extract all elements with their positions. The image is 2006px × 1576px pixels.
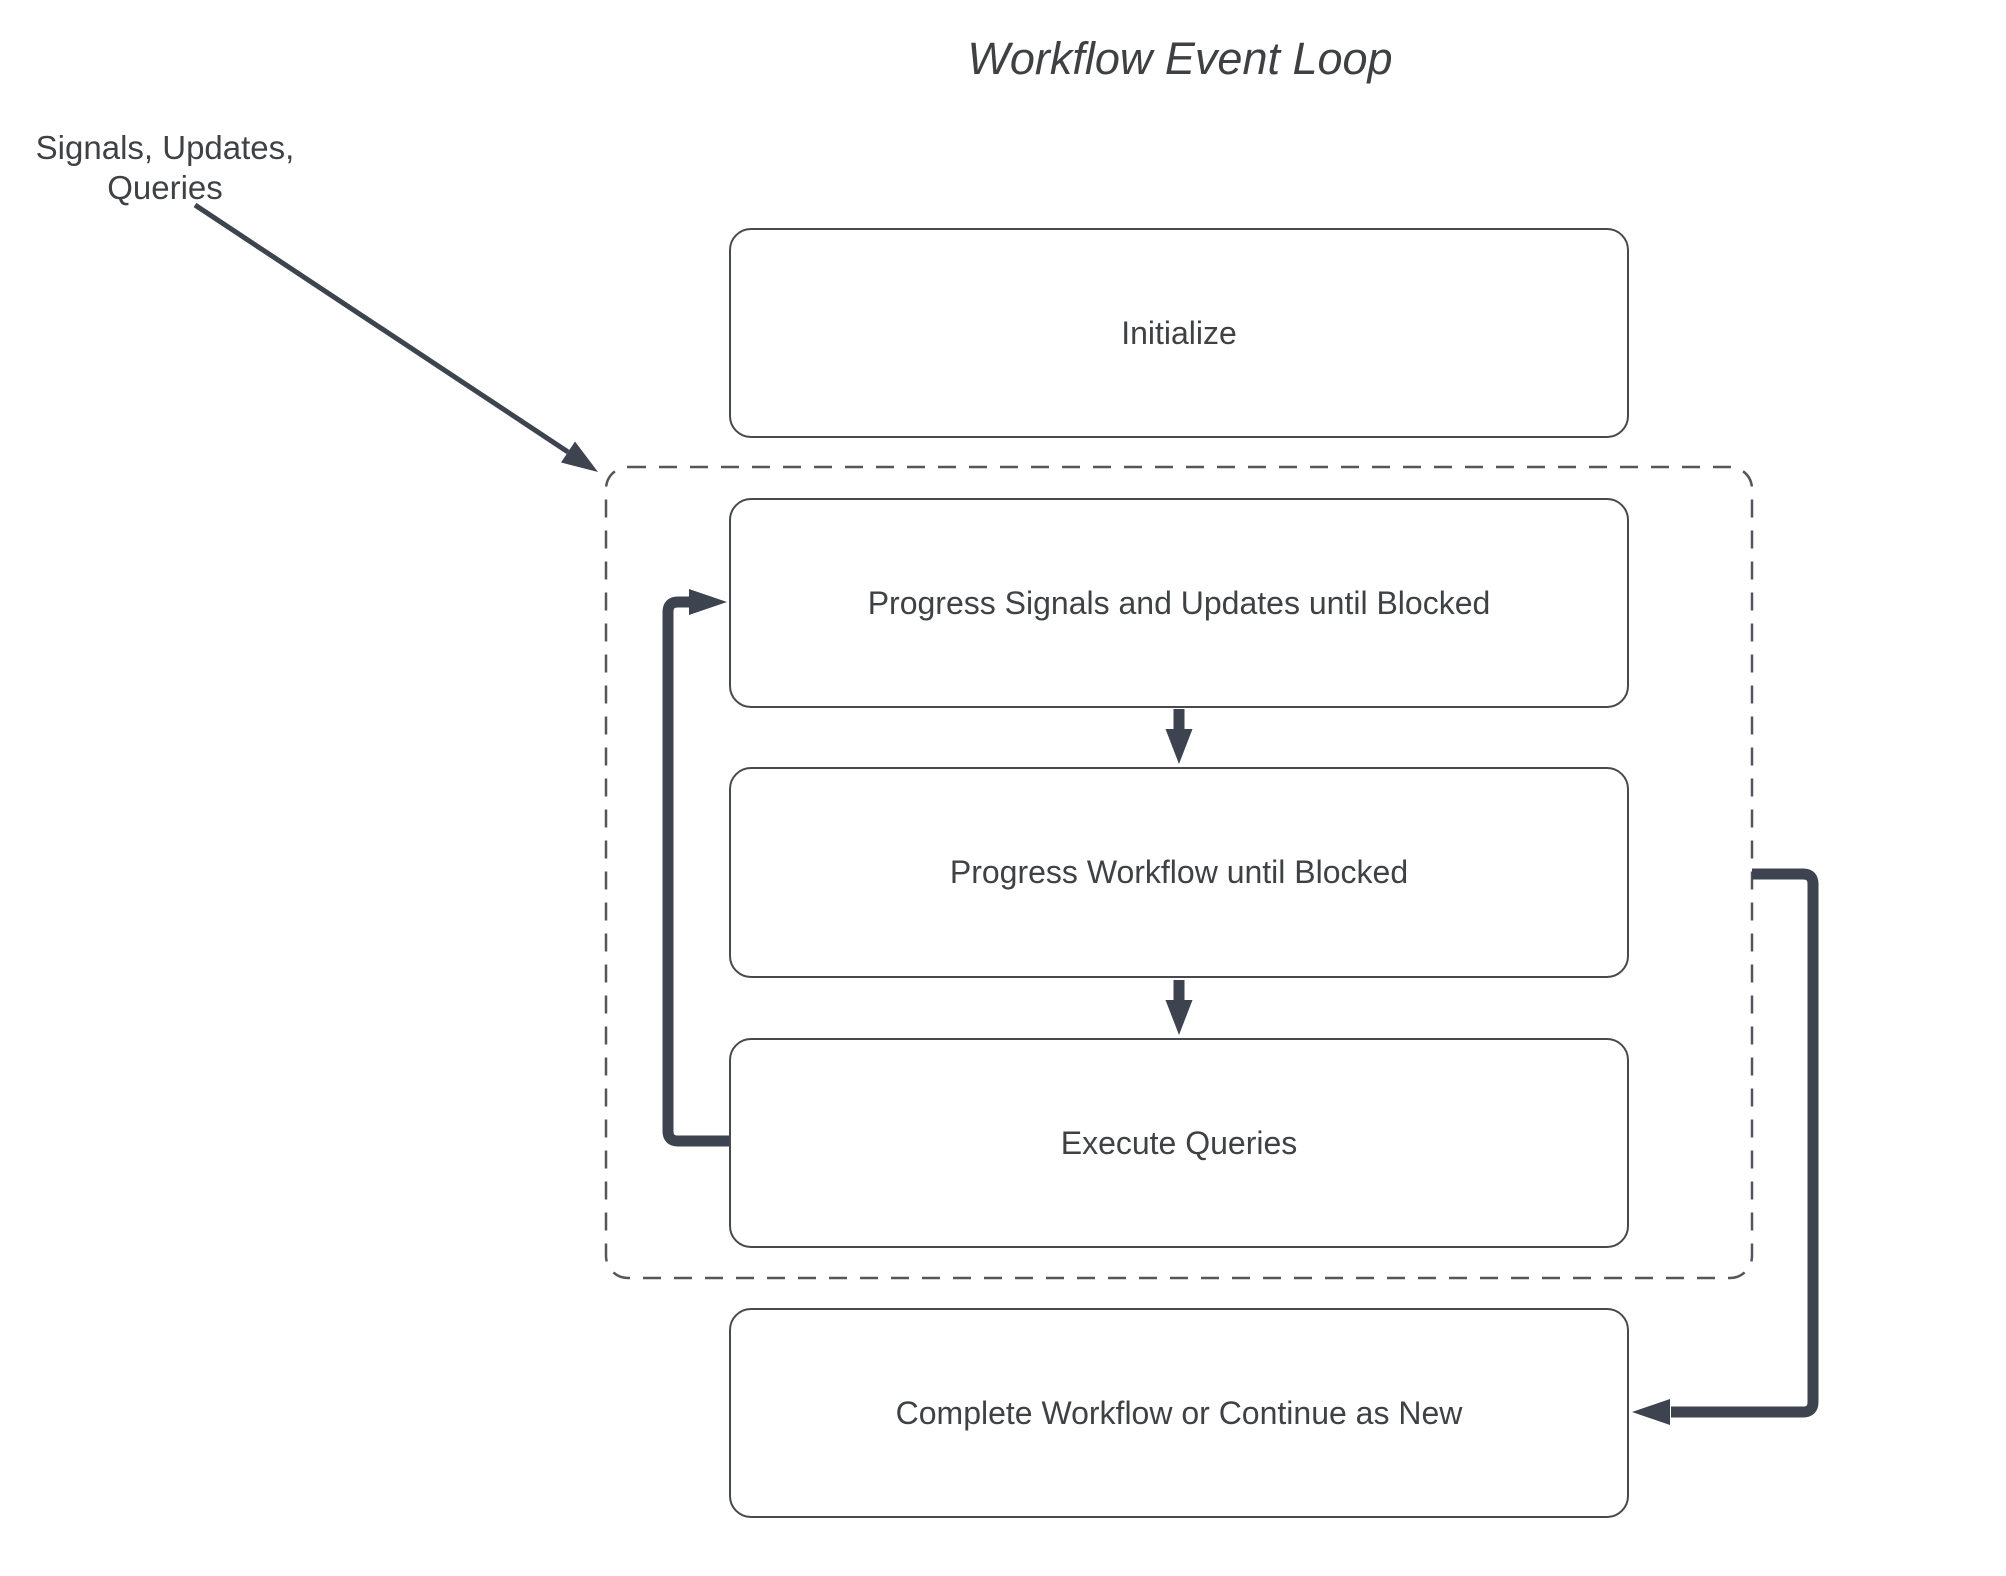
right-arrowhead-icon xyxy=(689,589,727,615)
left-arrowhead-icon xyxy=(1632,1399,1670,1425)
inputs-arrowhead-icon xyxy=(561,441,598,472)
node-progress-workflow: Progress Workflow until Blocked xyxy=(729,767,1629,978)
workflow-exit-arrow xyxy=(1632,868,1819,1425)
inputs-arrow xyxy=(193,202,598,472)
external-inputs-label: Signals, Updates, Queries xyxy=(35,129,295,206)
node-complete-workflow: Complete Workflow or Continue as New xyxy=(729,1308,1629,1518)
node-progress-signals-and-updates: Progress Signals and Updates until Block… xyxy=(729,498,1629,708)
diagram-title: Workflow Event Loop xyxy=(967,33,1393,84)
down-arrowhead-icon xyxy=(1165,1000,1193,1035)
down-arrowhead-icon xyxy=(1165,729,1193,764)
node-initialize: Initialize xyxy=(729,228,1629,438)
node-execute-queries: Execute Queries xyxy=(729,1038,1629,1248)
queries-loop-back-arrow xyxy=(662,589,729,1147)
signals-to-workflow-arrow xyxy=(1165,709,1193,764)
workflow-to-queries-arrow xyxy=(1165,980,1193,1035)
